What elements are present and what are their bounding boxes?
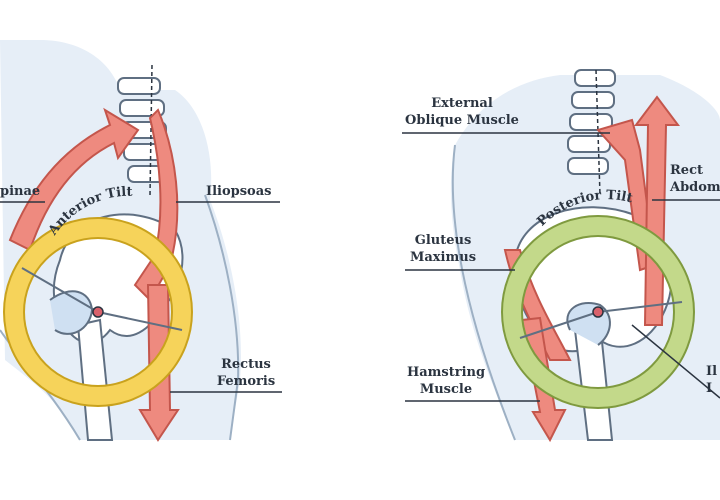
label-external-oblique: External Oblique Muscle	[402, 95, 522, 129]
anterior-tilt-figure: Anterior Tilt	[0, 40, 282, 442]
label-erector-spinae: pinae	[0, 184, 41, 199]
label-iliopsoas-right-line1: Il	[706, 364, 718, 379]
label-rectus-abdominis-line1: Rect	[670, 163, 703, 178]
label-iliopsoas: Iliopsoas	[206, 184, 272, 199]
label-gluteus-line2: Maximus	[409, 250, 477, 265]
label-iliopsoas-right: Il I	[706, 363, 717, 397]
posterior-pivot-dot	[592, 306, 604, 318]
posterior-iliopsoas-leader	[631, 324, 720, 399]
anterior-pivot-dot	[92, 306, 104, 318]
label-hamstring-muscle: Hamstring Muscle	[398, 364, 494, 398]
posterior-spine	[567, 69, 616, 196]
label-rectus-abdominis: Rect Abdom	[670, 162, 720, 196]
anterior-body-outline	[204, 194, 240, 441]
label-rectus-femoris-line1: Rectus	[221, 357, 271, 372]
posterior-tilt-figure: Posterior Tilt	[402, 69, 720, 443]
label-iliopsoas-right-line2: I	[706, 381, 713, 396]
label-rectus-femoris: Rectus Femoris	[208, 356, 284, 390]
label-external-oblique-line2: Oblique Muscle	[405, 113, 519, 128]
posterior-rectus-abdominis-muscle	[634, 95, 680, 326]
label-hamstring-line1: Hamstring	[406, 365, 486, 380]
label-external-oblique-line1: External	[431, 96, 493, 111]
label-rectus-femoris-line2: Femoris	[216, 374, 276, 389]
posterior-body-outline	[451, 144, 516, 441]
label-rectus-abdominis-line2: Abdom	[670, 180, 720, 195]
label-gluteus-maximus: Gluteus Maximus	[404, 232, 482, 266]
label-gluteus-line1: Gluteus	[414, 233, 472, 248]
label-hamstring-line2: Muscle	[419, 382, 473, 397]
anterior-erector-spinae-muscle	[8, 107, 140, 252]
